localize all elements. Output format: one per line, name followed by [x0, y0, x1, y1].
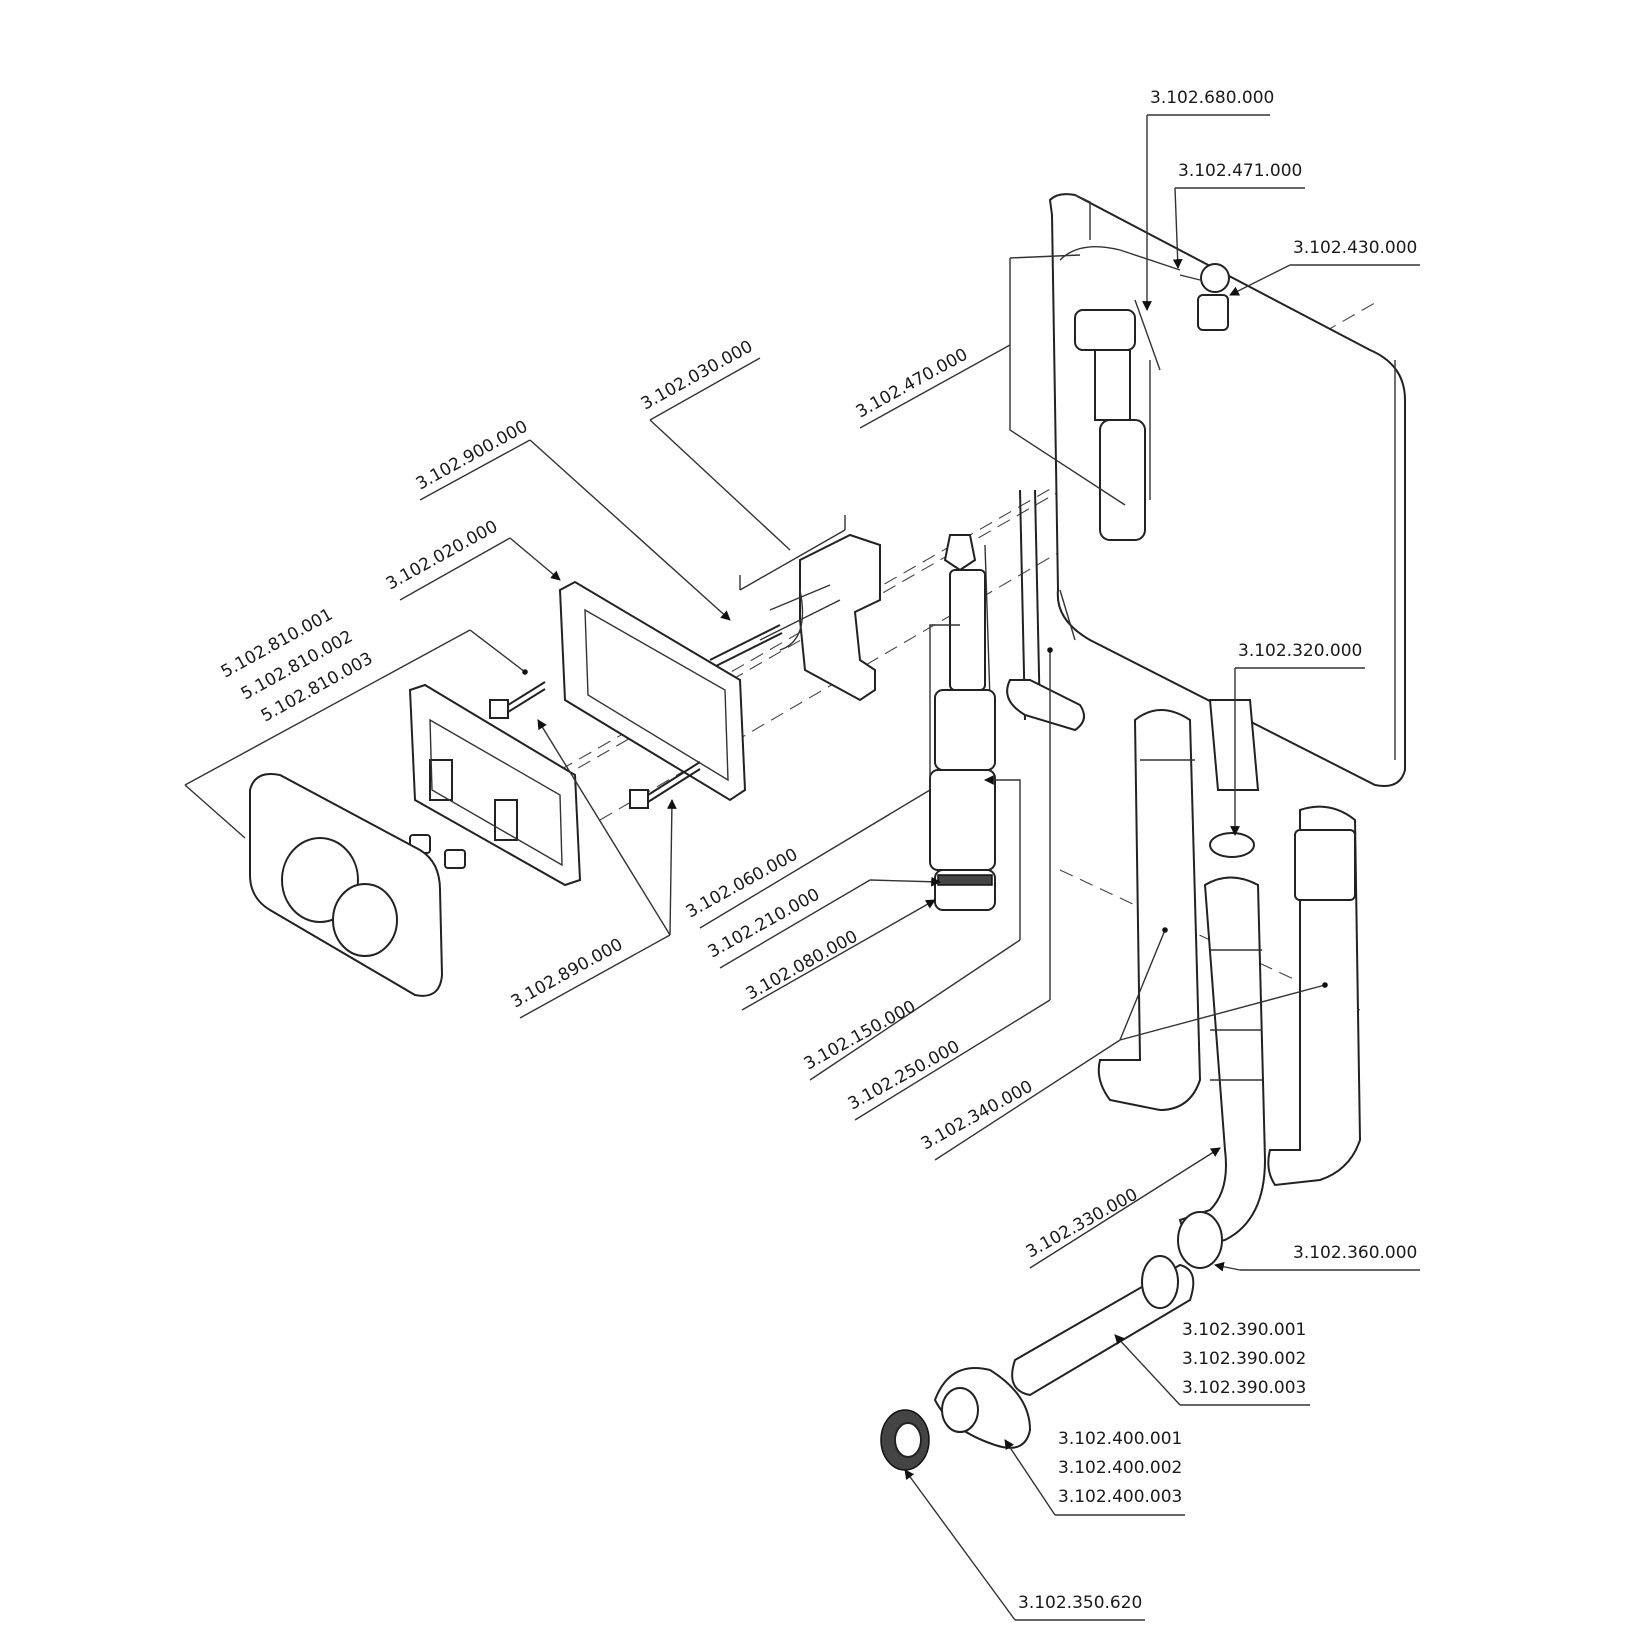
label-3-102-390-001: 3.102.390.001	[1182, 1320, 1306, 1340]
nut	[880, 1409, 930, 1471]
leader-lines	[184, 114, 1420, 1621]
label-3-102-360-000: 3.102.360.000	[1293, 1243, 1417, 1263]
pipe-right	[1267, 805, 1362, 1187]
label-3-102-030-000: 3.102.030.000	[638, 337, 756, 415]
label-3-102-250-000: 3.102.250.000	[845, 1037, 963, 1115]
cistern-tank	[1048, 193, 1406, 787]
flush-valve	[929, 534, 996, 911]
inlet-valve	[1179, 263, 1230, 331]
pipe-center	[1178, 876, 1267, 1252]
pipe-connector	[1177, 1211, 1223, 1269]
outlet-pipe	[1011, 1255, 1195, 1397]
label-3-102-400-003: 3.102.400.003	[1058, 1487, 1182, 1507]
label-3-102-400-001: 3.102.400.001	[1058, 1429, 1182, 1449]
label-3-102-890-000: 3.102.890.000	[508, 935, 626, 1013]
label-3-102-320-000: 3.102.320.000	[1238, 641, 1362, 661]
label-3-102-471-000: 3.102.471.000	[1178, 161, 1302, 181]
mounting-frame	[558, 580, 747, 802]
label-3-102-390-003: 3.102.390.003	[1182, 1378, 1306, 1398]
label-3-102-470-000: 3.102.470.000	[853, 345, 971, 423]
label-3-102-330-000: 3.102.330.000	[1023, 1185, 1141, 1263]
label-3-102-080-000: 3.102.080.000	[743, 927, 861, 1005]
label-3-102-390-002: 3.102.390.002	[1182, 1349, 1306, 1369]
push-rods	[489, 681, 701, 809]
flush-plate	[249, 773, 444, 997]
bracket-frame	[759, 533, 881, 702]
label-3-102-350-620: 3.102.350.620	[1018, 1593, 1142, 1613]
label-3-102-680-000: 3.102.680.000	[1150, 88, 1274, 108]
lever-arm	[1006, 489, 1085, 732]
actuator-rod	[709, 624, 783, 669]
gasket	[1208, 699, 1260, 858]
label-3-102-020-000: 3.102.020.000	[383, 517, 501, 595]
label-3-102-400-002: 3.102.400.002	[1058, 1458, 1182, 1478]
rosette	[933, 1367, 1032, 1449]
label-3-102-340-000: 3.102.340.000	[918, 1077, 1036, 1155]
label-3-102-150-000: 3.102.150.000	[801, 997, 919, 1075]
screws	[409, 834, 466, 869]
label-3-102-430-000: 3.102.430.000	[1293, 238, 1417, 258]
back-plate	[408, 683, 582, 887]
pipe-left	[1097, 709, 1202, 1112]
label-3-102-900-000: 3.102.900.000	[413, 417, 531, 495]
fill-valve	[1059, 245, 1181, 541]
